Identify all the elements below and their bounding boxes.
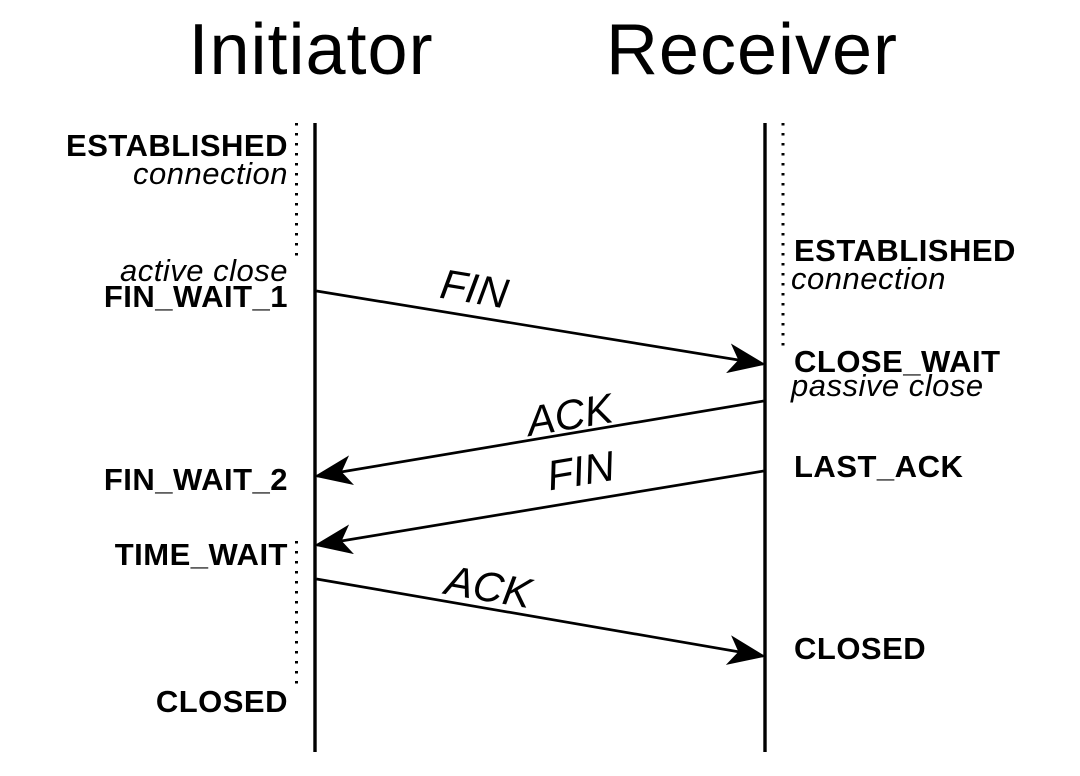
participant-title-initiator: Initiator — [188, 10, 433, 90]
state-label-initiator-established: ESTABLISHED — [66, 128, 288, 163]
message-arrow-fin-2 — [314, 469, 764, 555]
state-label-receiver-established: ESTABLISHED — [794, 233, 1016, 268]
message-label-ack-2: ACK — [439, 556, 537, 618]
note-label-receiver-connection: connection — [791, 261, 946, 296]
message-label-ack-1: ACK — [520, 384, 618, 445]
state-label-receiver-closed: CLOSED — [794, 631, 926, 666]
message-label-fin-2: FIN — [543, 442, 618, 499]
state-label-initiator-closed: CLOSED — [156, 684, 288, 719]
note-label-active-close: active close — [120, 253, 288, 288]
note-label-passive-close: passive close — [790, 368, 984, 403]
state-label-fin-wait-1: FIN_WAIT_1 — [104, 279, 288, 314]
message-arrow-ack-2 — [316, 577, 766, 665]
message-arrow-ack-1 — [314, 399, 764, 485]
state-label-close-wait: CLOSE_WAIT — [794, 344, 1001, 379]
message-label-fin-1: FIN — [437, 260, 512, 317]
state-label-time-wait: TIME_WAIT — [115, 537, 288, 572]
state-label-last-ack: LAST_ACK — [794, 449, 963, 484]
note-label-initiator-connection: connection — [133, 156, 288, 191]
participant-title-receiver: Receiver — [606, 10, 898, 90]
state-label-fin-wait-2: FIN_WAIT_2 — [104, 462, 288, 497]
message-arrow-fin-1 — [316, 289, 766, 374]
